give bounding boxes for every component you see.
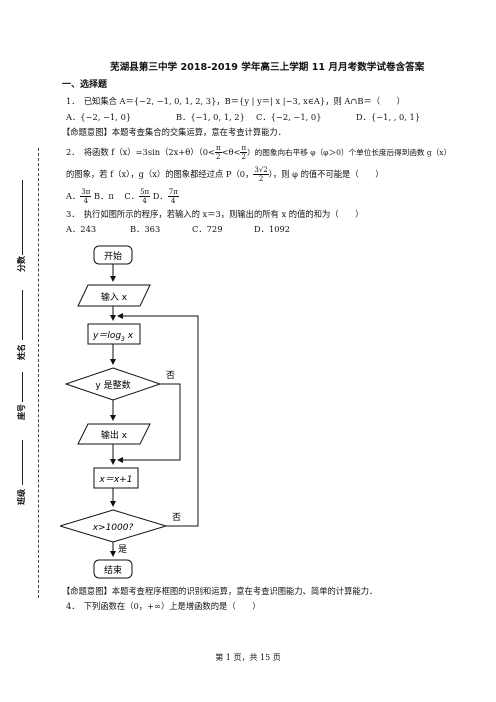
flow-input-box: [77, 284, 151, 307]
q1-option-c: C．{−2, −1, 0}: [256, 112, 322, 122]
q2-option-d-label: D．: [152, 191, 168, 201]
q2-option-a-label: A．: [66, 191, 81, 201]
sidebar-class-label: 班级: [17, 489, 26, 505]
flow-increment-box: [93, 467, 139, 489]
sidebar-seat-label: 座号: [17, 404, 26, 420]
q2-line2-frac-num: 3√2: [253, 166, 269, 175]
flow-log-box: [87, 323, 141, 345]
q1-stem: 1． 已知集合 A＝{−2, −1, 0, 1, 2, 3}，B＝{y | y＝…: [66, 96, 405, 106]
q3-note: 【命题意图】本题考查程序框图的识别和运算，意在考查识图能力、简单的计算能力．: [62, 586, 378, 596]
q3-stem: 3． 执行如图所示的程序，若输入的 x＝3，则输出的所有 x 的值的和为（ ）: [66, 209, 364, 219]
q2-line1-c: ）的图象向右平移 φ（φ＞0）个单位长度后得到函数 g（x）: [247, 148, 452, 157]
flow-integer-text: y 是整数: [95, 379, 130, 391]
flow-input-text: 输入 x: [101, 291, 128, 303]
q4-stem: 4． 下列函数在（0，+∞）上是增函数的是（ ）: [66, 601, 261, 611]
q2-option-c-num: 5π: [139, 188, 151, 197]
q2-line1-frac-num: π: [214, 144, 222, 153]
q1-option-b: B．{−1, 0, 1, 2}: [176, 112, 245, 122]
flow-no-label-1: 否: [166, 370, 175, 381]
binding-dashed-line: [38, 148, 39, 598]
q2-line1-b: <θ<: [221, 147, 241, 157]
section-heading: 一、选择题: [62, 80, 108, 90]
page-title: 芜湖县第三中学 2018-2019 学年高三上学期 11 月月考数学试卷含答案: [110, 62, 425, 73]
sidebar-score-label: 分数: [17, 256, 26, 272]
flow-log-base: 3: [121, 336, 125, 343]
q3-option-a: A．243: [66, 224, 97, 234]
q2-option-a-num: 3π: [80, 188, 92, 197]
q1-note: 【命题意图】本题考查集合的交集运算，意在考查计算能力．: [62, 127, 287, 137]
flow-start-text: 开始: [104, 250, 122, 262]
flow-output-box: [77, 423, 151, 445]
flow-log-text: y＝log3 x: [92, 331, 134, 343]
q2-option-d-num: 7π: [167, 188, 179, 197]
q1-option-d: D．{−1, , 0, 1}: [356, 112, 421, 122]
flow-log-arg: x: [125, 331, 134, 341]
flow-increment-text: x＝x+1: [99, 475, 133, 485]
q2-line1-frac2-den: 2: [241, 153, 247, 161]
q2-line2-frac-den: 2: [258, 175, 264, 183]
sidebar-name-line: [22, 290, 23, 340]
q1-option-a: A．{−2, −1, 0}: [66, 112, 132, 122]
q3-option-d: D．1092: [254, 224, 291, 234]
q2-line2-b: ），则 φ 的值不可能是（ ）: [268, 169, 384, 179]
q2-line1-frac2-num: π: [240, 144, 248, 153]
sidebar-name-label: 姓名: [17, 344, 26, 360]
q2-option-c-den: 4: [142, 197, 147, 205]
flow-output-text: 输出 x: [101, 429, 128, 441]
q2-option-a-den: 4: [83, 197, 89, 205]
q2-line2-a: 的图象，若 f（x），g（x）的图象都经过点 P（0，: [66, 169, 254, 179]
q2-line1-a: 2． 将函数 f（x）=3sin（2x+θ）（0<: [66, 147, 215, 157]
sidebar-score-line: [22, 180, 23, 255]
flow-end-box: [93, 559, 133, 579]
binding-margin: 分数 姓名 座号 班级: [0, 0, 60, 702]
q3-option-c: C．729: [192, 224, 223, 234]
page-footer: 第 1 页，共 15 页: [215, 653, 281, 662]
q2-option-c-label: C．: [124, 191, 140, 201]
q2-line1-frac-den: 2: [216, 153, 221, 161]
sidebar-class-line: [22, 440, 23, 485]
flow-no-label-2: 否: [172, 512, 181, 523]
flowchart: 开始 输入 x y＝log3 x y 是整数 否 输出 x x＝x+1 x>10…: [60, 245, 199, 579]
sidebar-seat-line: [22, 372, 23, 402]
flow-log-main: y＝log: [92, 331, 121, 341]
flow-condition-text: x>1000?: [92, 523, 134, 533]
flow-end-text: 结束: [104, 564, 122, 576]
flow-no-path-2: [117, 313, 199, 527]
q2-option-d-den: 4: [171, 197, 176, 205]
q2-option-b: B．π: [94, 191, 114, 201]
flow-no-path-1: [117, 383, 181, 463]
flow-yes-label: 是: [118, 544, 127, 555]
q3-option-b: B．363: [130, 224, 161, 234]
